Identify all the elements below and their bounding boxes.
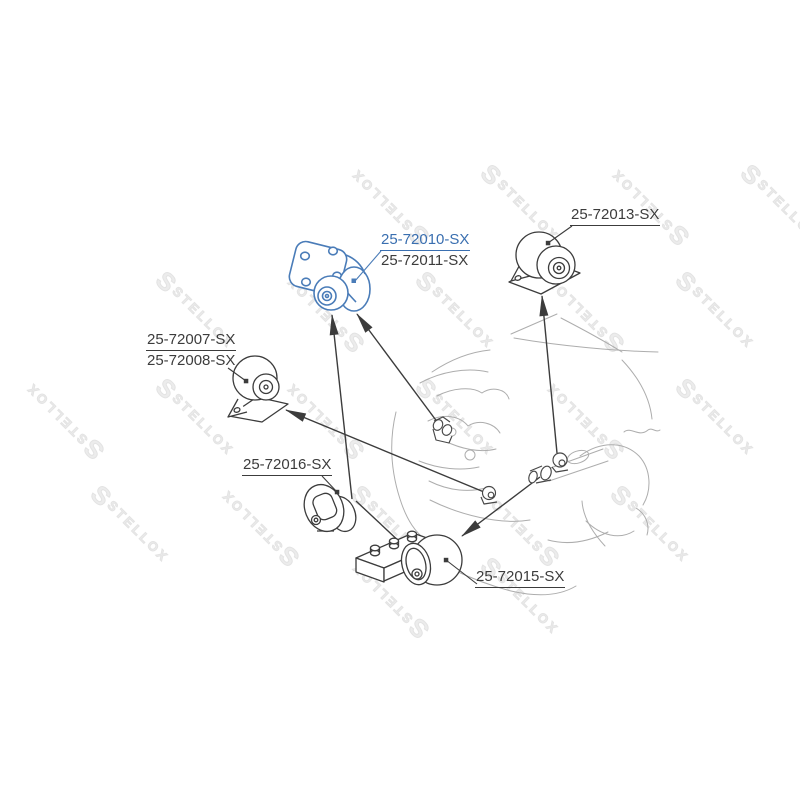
callout-25-72015: 25-72015-SX [475, 567, 566, 588]
leader-lines [227, 225, 573, 585]
part-drawing-25-72015 [355, 530, 463, 586]
part-number-label-25-72010: 25-72010-SX [380, 230, 471, 251]
leader-dot-25-72013 [545, 240, 551, 246]
mount-location-top-bracket [432, 416, 453, 444]
arrow-to-part-25-72007 [285, 409, 485, 493]
leader-25-72007 [227, 367, 247, 382]
part-number-label-25-72008: 25-72008-SX [147, 352, 236, 369]
arrow-to-part-25-72010 [356, 313, 442, 428]
leader-25-72013 [547, 225, 573, 244]
arrow-to-part-25-72015 [461, 476, 541, 537]
leader-25-72015 [445, 559, 478, 585]
part-drawing-25-72010-highlighted [288, 240, 371, 312]
mount-locations [432, 416, 569, 505]
callout-25-72013: 25-72013-SX [570, 205, 661, 226]
leader-dot-25-72010 [351, 278, 356, 283]
part-number-label-25-72013: 25-72013-SX [570, 205, 661, 226]
leader-dot-25-72016 [334, 489, 340, 495]
part-drawing-25-72013 [508, 231, 581, 295]
mount-location-front [480, 485, 498, 505]
callout-arrows [285, 295, 558, 546]
part-number-label-25-72011: 25-72011-SX [381, 252, 469, 269]
part-number-label-25-72015: 25-72015-SX [475, 567, 566, 588]
part-drawing-25-72016 [303, 483, 357, 533]
bolt-studs [369, 530, 418, 557]
arrow-to-part-25-72010-b [329, 314, 353, 500]
callout-25-72016: 25-72016-SX [242, 455, 333, 476]
leader-dot-25-72007 [243, 378, 249, 384]
callout-25-72007: 25-72007-SX 25-72008-SX [146, 330, 237, 370]
mount-location-rear [528, 465, 552, 484]
part-drawing-25-72007 [227, 355, 289, 423]
arrow-to-part-25-72013 [539, 295, 558, 454]
part-number-label-25-72016: 25-72016-SX [242, 455, 333, 476]
mount-location-right [551, 452, 569, 473]
leader-dot-25-72015 [443, 557, 449, 563]
leader-25-72010 [354, 250, 382, 282]
part-number-label-25-72007: 25-72007-SX [146, 330, 237, 351]
callout-25-72010: 25-72010-SX 25-72011-SX [380, 230, 471, 270]
leader-25-72016 [321, 475, 338, 493]
